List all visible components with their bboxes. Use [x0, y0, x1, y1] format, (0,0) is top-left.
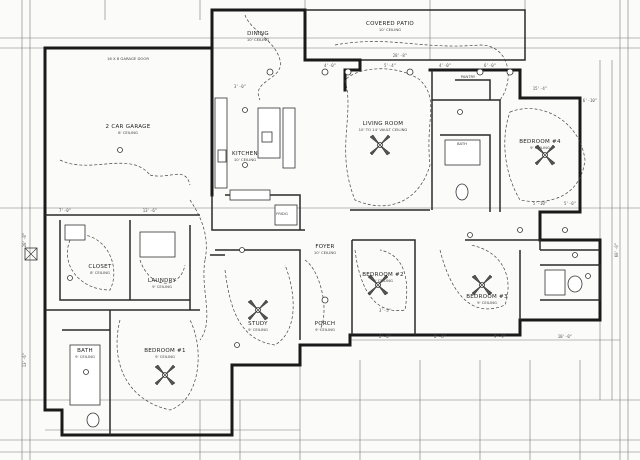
dim-label: 13'-6": [143, 208, 157, 213]
garage-door-label: 16 X 8 GARAGE DOOR: [107, 56, 149, 61]
room-sub-living: 10' TO 14' VAULT CEILING: [359, 127, 408, 132]
exterior-walls: [43, 8, 602, 437]
dim-label: 10'-0": [558, 334, 572, 339]
room-label-closet: CLOSET: [88, 264, 112, 270]
room-label-bedroom-3: BEDROOM #3: [466, 294, 508, 300]
room-label-bath-2: BATH: [457, 141, 467, 146]
dim-label: 5'-0": [564, 201, 576, 206]
room-label-porch: PORCH: [315, 321, 336, 327]
bath-fixtures: [64, 139, 583, 428]
room-sub-bedroom-1: 9' CEILING: [155, 354, 175, 359]
grid-marker-icon: [24, 247, 38, 261]
room-sub-bedroom-2: 9' CEILING: [373, 278, 393, 283]
dim-label: 13'-6": [22, 353, 27, 367]
ceiling-fan-icon: [247, 299, 269, 321]
room-sub-closet: 8' CEILING: [90, 270, 110, 275]
room-label-foyer: FOYER: [315, 244, 334, 250]
dim-label: 5'-10": [533, 201, 547, 206]
dim-label: 4'-0": [439, 63, 451, 68]
dim-label: 3'-0": [234, 84, 246, 89]
room-sub-study: 9' CEILING: [248, 327, 268, 332]
room-label-covered-patio: COVERED PATIO: [366, 21, 414, 27]
dim-label: 28'-8": [393, 53, 407, 58]
electrical-circuits: [59, 14, 586, 411]
room-sub-dining: 10' CEILING: [247, 37, 269, 42]
dim-label: 4'-0": [324, 63, 336, 68]
light-fixtures: [67, 68, 591, 375]
dim-label: 6'-10": [583, 98, 597, 103]
dim-label: 3'-5": [379, 308, 391, 313]
room-label-bedroom-2: BEDROOM #2: [362, 272, 404, 278]
room-sub-covered-patio: 10' CEILING: [379, 27, 401, 32]
dim-label: 2'-0": [379, 334, 391, 339]
interior-walls: [45, 70, 601, 435]
room-sub-garage: 8' CEILING: [118, 130, 138, 135]
kitchen-fixtures: [214, 97, 298, 226]
ceiling-fan-icon: [367, 274, 389, 296]
dim-label: 15'-4": [533, 86, 547, 91]
room-label-kitchen: KITCHEN: [232, 151, 258, 157]
dim-label: 5'-4": [384, 63, 396, 68]
dim-label: 6'-8": [434, 334, 446, 339]
room-label-fridg: FRIDG: [276, 211, 288, 216]
ceiling-fan-icon: [154, 364, 176, 386]
room-sub-laundry: 9' CEILING: [152, 284, 172, 289]
room-sub-kitchen: 10' CEILING: [234, 157, 256, 162]
room-sub-bedroom-4: 9' CEILING: [530, 145, 550, 150]
ceiling-fan-icon: [534, 144, 556, 166]
room-sub-porch: 9' CEILING: [315, 327, 335, 332]
room-label-dining: DINING: [247, 31, 269, 37]
room-label-bedroom-1: BEDROOM #1: [144, 348, 186, 354]
room-label-bath: BATH: [77, 348, 93, 354]
room-label-bedroom-4: BEDROOM #4: [519, 139, 561, 145]
dim-label: 6'-0": [484, 63, 496, 68]
dim-label: 28'-8": [22, 233, 27, 247]
room-label-study: STUDY: [248, 321, 268, 327]
room-label-garage: 2 CAR GARAGE: [105, 124, 150, 130]
room-sub-bath: 9' CEILING: [75, 354, 95, 359]
dim-label: 7'-0": [59, 208, 71, 213]
ceiling-fan-icon: [369, 134, 391, 156]
room-sub-foyer: 10' CEILING: [314, 250, 336, 255]
dim-label: 60'-0": [614, 243, 619, 257]
room-label-laundry: LAUNDRY: [148, 278, 177, 284]
room-label-living: LIVING ROOM: [363, 121, 404, 127]
ceiling-fan-icon: [471, 274, 493, 296]
dim-label: 9'-9": [494, 334, 506, 339]
room-label-pantry: PANTRY: [461, 74, 476, 79]
room-sub-bedroom-3: 9' CEILING: [477, 300, 497, 305]
